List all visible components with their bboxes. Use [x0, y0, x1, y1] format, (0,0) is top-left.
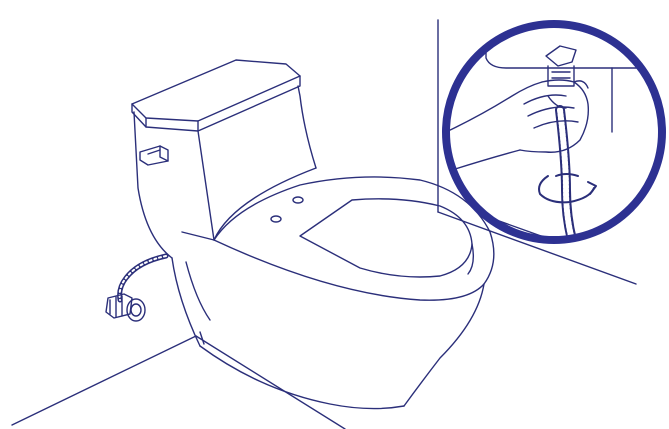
toilet-bowl	[172, 177, 494, 409]
flush-lever	[140, 146, 168, 165]
detail-inset	[446, 24, 664, 280]
supply-hose-left	[106, 256, 166, 321]
